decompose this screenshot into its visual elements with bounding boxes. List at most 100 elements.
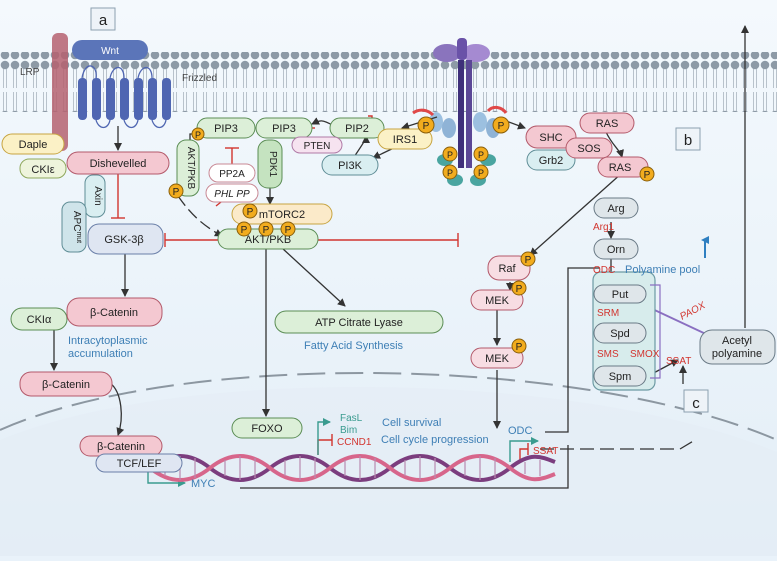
phospho-receptor-r1: P: [492, 116, 510, 134]
pdk1-label: PDK1: [267, 151, 278, 178]
svg-text:P: P: [173, 187, 180, 198]
irs1-node: [377, 128, 433, 150]
line-odc-pool: [545, 267, 600, 433]
pi3k-label: PI3K: [338, 160, 363, 172]
acetyl-label: Acetyl: [722, 335, 752, 347]
receptor-red-arcs: [412, 105, 508, 117]
panel-b-label: b: [684, 132, 692, 149]
dna-helix: [148, 454, 556, 482]
fasl-text: FasL: [340, 413, 363, 424]
svg-text:P: P: [447, 168, 453, 178]
inhibit-ssat-gene: [519, 448, 528, 462]
pp2a-label: PP2A: [219, 169, 245, 180]
irs1-label: IRS1: [393, 134, 417, 146]
arrow-paox: [645, 305, 709, 336]
bcatenin-label-1: β-Catenin: [90, 307, 138, 319]
pi3k-node: [321, 154, 379, 176]
akt-pkb-label: AKT/PKB: [245, 234, 291, 246]
apc-node: [61, 201, 87, 253]
frizzled-label: Frizzled: [182, 73, 217, 84]
tcflef-node: [95, 453, 183, 473]
ckie-node: [19, 158, 67, 179]
phospho-pip3: P: [191, 127, 205, 141]
phospho-mtorc2: P: [242, 203, 258, 219]
acly-node: [274, 310, 444, 334]
mek-node-1: [470, 289, 524, 311]
panel-c-box: [683, 389, 709, 413]
nuclear-envelope: [0, 372, 777, 441]
arrow-bcat2-bcat3: [109, 382, 125, 436]
raf-label: Raf: [498, 263, 516, 275]
dishevelled-node: [66, 151, 170, 175]
shc-node: [525, 125, 577, 149]
raf-node: [487, 255, 531, 281]
pip2-node: [329, 117, 385, 139]
cell-survival-text: Cell survival: [382, 417, 441, 429]
arg-node: [593, 197, 639, 219]
phospho-badges: P P P P P P P P P P P P P P P P: [168, 116, 655, 354]
ckia-node: [10, 307, 68, 331]
mek-node-2: [470, 347, 524, 369]
pten-node: [291, 136, 343, 154]
svg-text:P: P: [447, 150, 453, 160]
phospho-receptor-r3: P: [473, 164, 489, 180]
phospho-akt-vertical: P: [168, 183, 184, 199]
panel-b-box: [675, 127, 701, 151]
pip3-mid-label: PIP3: [272, 123, 296, 135]
odc-enzyme-text: ODC: [593, 265, 615, 276]
panel-a-label: a: [99, 12, 108, 29]
phospho-akt-2: P: [258, 221, 274, 237]
phospho-mek-2: P: [511, 338, 527, 354]
foxo-node: [231, 417, 303, 439]
arg1-text: Arg1: [593, 222, 615, 233]
cell-cycle-text: Cell cycle progression: [381, 434, 489, 446]
lrp-label: LRP: [20, 67, 40, 78]
grb2-label: Grb2: [539, 155, 563, 167]
svg-text:P: P: [516, 342, 523, 353]
phospho-mek-1: P: [511, 280, 527, 296]
ras-label: RAS: [609, 162, 632, 174]
svg-text:P: P: [195, 130, 201, 140]
phospho-receptor-l1: P: [417, 116, 435, 134]
spm-label: Spm: [609, 371, 632, 383]
receptor-tyrosine-kinase: [429, 38, 500, 186]
frizzled-receptor: [78, 78, 171, 120]
polyamine-pool-text: Polyamine pool: [625, 264, 700, 276]
spd-node: [593, 322, 647, 344]
ras-top-label: RAS: [596, 118, 619, 130]
daple-label: Daple: [19, 139, 48, 151]
daple-node: [1, 133, 65, 155]
bcatenin-node-2: [19, 371, 113, 397]
phospho-raf: P: [520, 251, 536, 267]
wnt-ligand: [72, 40, 148, 60]
phospho-receptor-l2: P: [442, 146, 458, 162]
mek-label-2: MEK: [485, 353, 510, 365]
put-label: Put: [612, 289, 629, 301]
smox-text: SMOX: [630, 349, 660, 360]
akt-pkb-vertical-label: AKT/PKB: [185, 147, 196, 190]
ccnd1-text: CCND1: [337, 437, 372, 448]
ssat-gene-text: SSAT: [533, 446, 558, 457]
phospho-akt-1: P: [236, 221, 252, 237]
odc-gene-text: ODC: [508, 425, 533, 437]
pool-bracket: [650, 284, 661, 379]
arrow-ras-ras: [605, 131, 624, 158]
put-node: [593, 284, 647, 304]
pdk1-node: [257, 139, 283, 189]
pip3-mid-node: [255, 117, 313, 139]
shc-label: SHC: [539, 132, 562, 144]
dishevelled-label: Dishevelled: [90, 158, 147, 170]
wnt-label: Wnt: [101, 46, 119, 57]
gsk3b-label: GSK-3β: [104, 234, 143, 246]
frizzled-loops: [81, 65, 167, 129]
phospho-ras: P: [639, 166, 655, 182]
fas-text: Fatty Acid Synthesis: [304, 340, 404, 352]
svg-text:P: P: [423, 121, 430, 132]
pp2a-node: [208, 163, 256, 183]
bim-text: Bim: [340, 425, 357, 436]
svg-text:P: P: [498, 121, 505, 132]
svg-text:P: P: [525, 255, 532, 266]
spm-node: [593, 365, 647, 387]
axin-label: Axin: [92, 186, 103, 205]
